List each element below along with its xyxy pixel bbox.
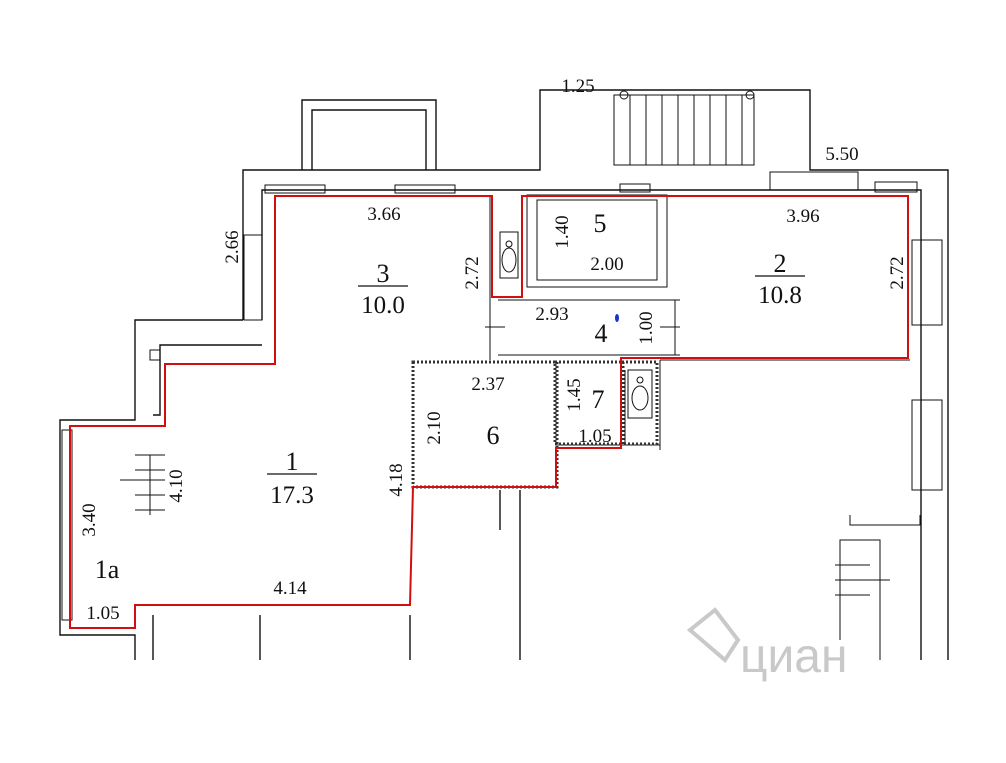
dim-1-00: 1.00 [636, 311, 657, 344]
wc-boundary [491, 196, 523, 298]
room-area-1: 17.3 [270, 482, 314, 509]
windows [61, 171, 943, 621]
room-number-5: 5 [594, 209, 607, 238]
dim-3-96: 3.96 [786, 206, 819, 227]
room-number-3: 3 [377, 259, 390, 288]
dim-2-93: 2.93 [535, 304, 568, 325]
stair-well [613, 90, 755, 166]
toilet-icon [499, 231, 519, 279]
dim-3-66: 3.66 [367, 204, 400, 225]
partitions [485, 194, 910, 450]
dim-4-14: 4.14 [273, 578, 307, 599]
dim-4-10: 4.10 [166, 469, 187, 502]
room-number-2: 2 [774, 249, 787, 278]
lower-stairs [835, 515, 921, 660]
room-area-3: 10.0 [361, 292, 405, 319]
dim-1-25: 1.25 [561, 76, 594, 97]
room-number-6: 6 [487, 421, 500, 450]
room-number-1a: 1a [95, 555, 120, 584]
watermark-logo: циан [686, 607, 848, 683]
dim-2-10: 2.10 [424, 411, 445, 444]
toilet-icon-2 [627, 369, 653, 419]
marker-dot [615, 314, 619, 322]
dim-5-50: 5.50 [825, 144, 858, 165]
room-number-1: 1 [286, 447, 299, 476]
dim-1-05-wc: 1.05 [578, 426, 611, 447]
room-number-7: 7 [592, 385, 605, 414]
dim-1-05-balcony: 1.05 [86, 603, 119, 624]
dim-1-45: 1.45 [564, 378, 585, 411]
room-area-2: 10.8 [758, 282, 802, 309]
balcony [264, 99, 456, 194]
dim-4-18: 4.18 [386, 463, 407, 496]
room-number-4: 4 [595, 319, 608, 348]
dim-3-40: 3.40 [79, 503, 100, 536]
dim-2-00: 2.00 [590, 254, 623, 275]
dim-2-72-left: 2.72 [462, 256, 483, 289]
dim-2-37: 2.37 [471, 374, 504, 395]
left-stairs [120, 454, 165, 515]
watermark-text: циан [740, 630, 848, 683]
dim-2-72-right: 2.72 [887, 256, 908, 289]
dim-1-40: 1.40 [552, 215, 573, 248]
dim-2-66: 2.66 [222, 230, 243, 263]
